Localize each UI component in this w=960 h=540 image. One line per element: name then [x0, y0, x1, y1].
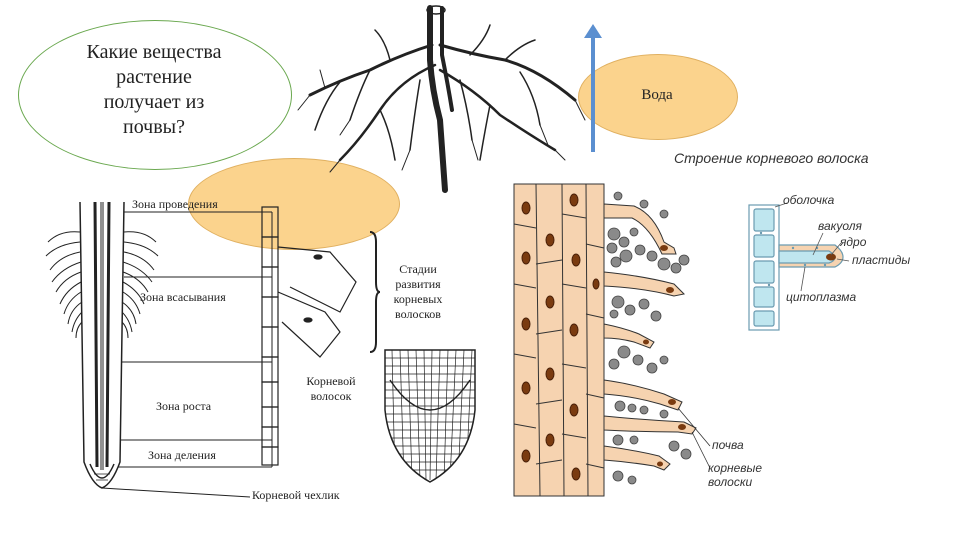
hidden-answer-bubble — [188, 158, 400, 250]
zone-absorption-label: Зона всасывания — [140, 290, 226, 304]
answer-bubble-water — [578, 54, 738, 140]
stages-line-4: волосков — [395, 307, 441, 321]
soil-label: почва — [712, 438, 744, 452]
stages-line-2: развития — [395, 277, 441, 291]
root-hairs-line-1: корневые — [708, 461, 763, 475]
root-hairs-line-2: волоски — [708, 475, 753, 489]
root-hair-line-2: волосок — [310, 389, 352, 403]
question-bubble — [18, 20, 292, 170]
hair-structure-title: Строение корневого волоска — [674, 150, 869, 166]
question-text: Какие вещества растение получает из почв… — [48, 40, 260, 140]
zone-conduction-label: Зона проведения — [132, 197, 218, 211]
question-line-2: растение — [116, 66, 192, 88]
shell-label: оболочка — [783, 193, 835, 207]
question-line-4: почвы? — [122, 116, 185, 138]
stages-label: Стадии развития корневых волосков — [378, 262, 458, 322]
zone-growth-label: Зона роста — [156, 399, 212, 413]
root-cap-label: Корневой чехлик — [252, 488, 340, 502]
water-arrow — [584, 24, 602, 152]
root-zones-diagram — [45, 201, 381, 498]
cytoplasm-label: цитоплазма — [786, 290, 857, 304]
root-tip-section — [384, 349, 476, 483]
answer-label: Вода — [641, 87, 673, 103]
stages-line-3: корневых — [393, 292, 443, 306]
root-hair-line-1: Корневой — [306, 374, 356, 388]
root-hair-detail — [748, 202, 850, 331]
zone-division-label: Зона деления — [148, 448, 216, 462]
stages-line-1: Стадии — [399, 262, 437, 276]
root-hair-label: Корневой волосок — [296, 374, 366, 404]
question-line-3: получает из — [103, 91, 205, 113]
root-system-drawing — [297, 5, 586, 193]
nucleus-label: ядро — [840, 235, 867, 249]
question-line-1: Какие вещества — [86, 41, 222, 63]
plastids-label: пластиды — [852, 253, 911, 267]
root-hairs-label: корневые волоски — [708, 461, 762, 489]
soil-root-hairs-illustration — [513, 183, 711, 497]
vacuole-label: вакуоля — [818, 219, 862, 233]
